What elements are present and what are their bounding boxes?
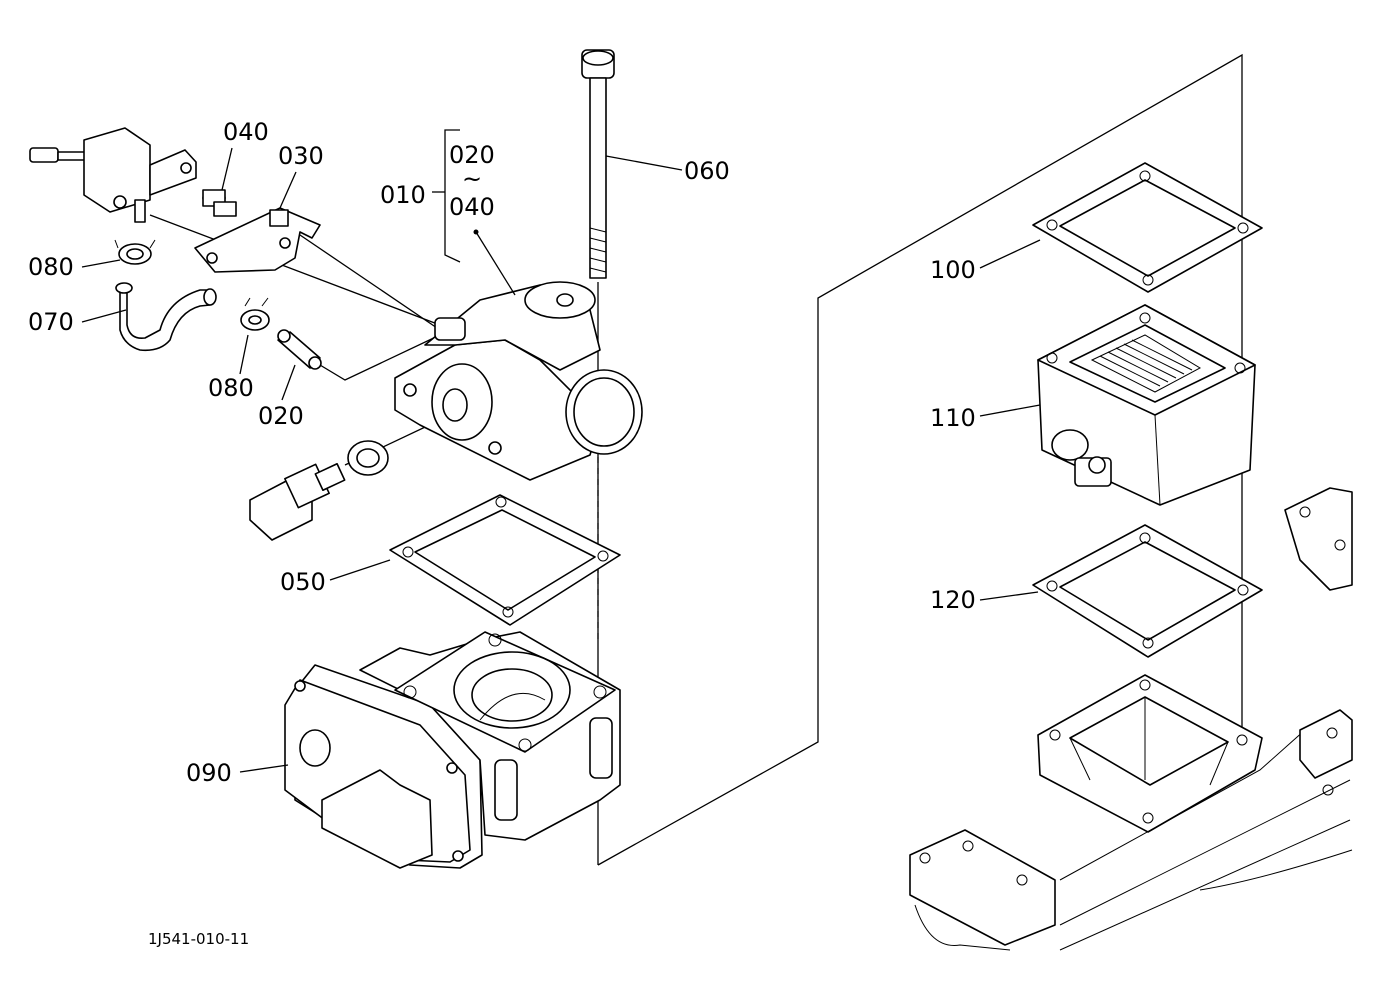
label-120: 120 [930,586,976,614]
washer [347,440,389,476]
hose-070 [115,282,217,352]
label-070: 070 [28,308,74,336]
intake-manifold [909,487,1353,951]
part-labels: 010 020 ~ 040 040 030 060 080 070 080 02… [28,118,976,948]
label-060: 060 [684,157,730,185]
clamp-080-lower [240,297,270,331]
label-010: 010 [380,181,426,209]
leader-lines [81,129,1041,773]
label-040-range-end: 040 [449,193,495,221]
clamp-080-upper [114,239,156,265]
temperature-sensor [249,462,346,541]
intake-flange-010 [394,281,643,481]
throttle-body-090 [284,631,621,869]
pressure-sensor-assembly [29,127,197,223]
bracket-030 [194,207,321,273]
pipe-020 [277,329,322,370]
gasket-100 [1032,162,1263,293]
gasket-120 [1032,524,1263,658]
label-080-lower: 080 [208,374,254,402]
gasket-050 [389,494,621,626]
intake-heater-110 [1037,304,1256,506]
label-030: 030 [278,142,324,170]
label-050: 050 [280,568,326,596]
label-020: 020 [258,402,304,430]
label-090: 090 [186,759,232,787]
long-bolt-060 [581,49,615,279]
diagram-code: 1J541-010-11 [148,930,249,948]
label-100: 100 [930,256,976,284]
label-020-range-start: 020 [449,141,495,169]
label-range-tilde: ~ [462,165,482,193]
label-080-upper: 080 [28,253,74,281]
label-040: 040 [223,118,269,146]
bolt-040 [202,189,237,217]
label-110: 110 [930,404,976,432]
